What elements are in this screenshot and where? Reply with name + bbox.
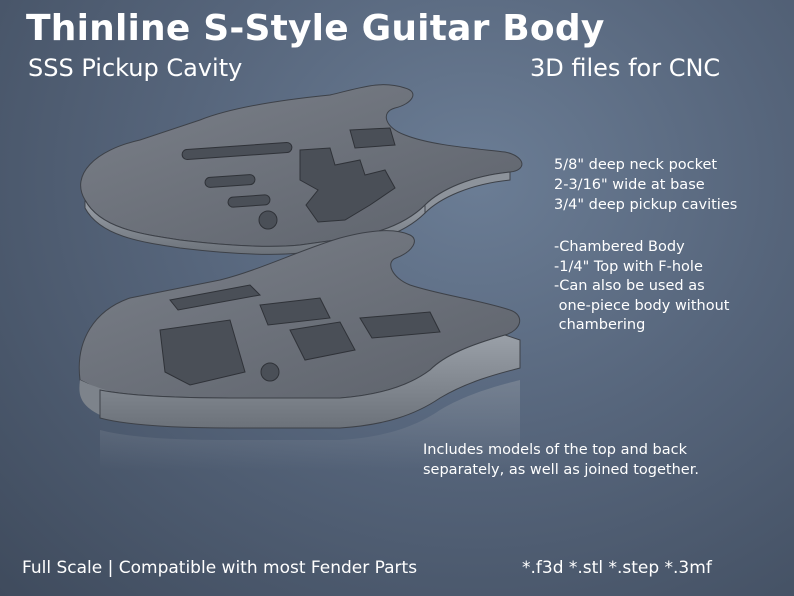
feature-item: one-piece body without — [554, 297, 730, 314]
spec-item: 2-3/16" wide at base — [554, 177, 705, 193]
subtitle-cnc: 3D files for CNC — [530, 54, 721, 82]
spec-list: 5/8" deep neck pocket 2-3/16" wide at ba… — [554, 155, 737, 215]
page-title: Thinline S-Style Guitar Body — [26, 8, 605, 49]
includes-note: Includes models of the top and back sepa… — [423, 440, 699, 480]
feature-item: chambering — [554, 317, 646, 333]
subtitle-pickup: SSS Pickup Cavity — [28, 54, 243, 82]
spec-item: 5/8" deep neck pocket — [554, 157, 718, 173]
footer-compatibility: Full Scale | Compatible with most Fender… — [22, 558, 418, 578]
footer-file-formats: *.f3d *.stl *.step *.3mf — [522, 558, 712, 578]
spec-item: 3/4" deep pickup cavities — [554, 197, 738, 213]
feature-item: -Can also be used as — [554, 278, 705, 294]
includes-line: separately, as well as joined together. — [423, 462, 699, 478]
feature-list: -Chambered Body -1/4" Top with F-hole -Can… — [554, 238, 729, 336]
feature-item: -Chambered Body — [554, 239, 685, 255]
includes-line: Includes models of the top and back — [423, 442, 687, 458]
back-body — [78, 230, 521, 429]
feature-item: -1/4" Top with F-hole — [554, 258, 703, 275]
top-plate — [80, 84, 523, 255]
